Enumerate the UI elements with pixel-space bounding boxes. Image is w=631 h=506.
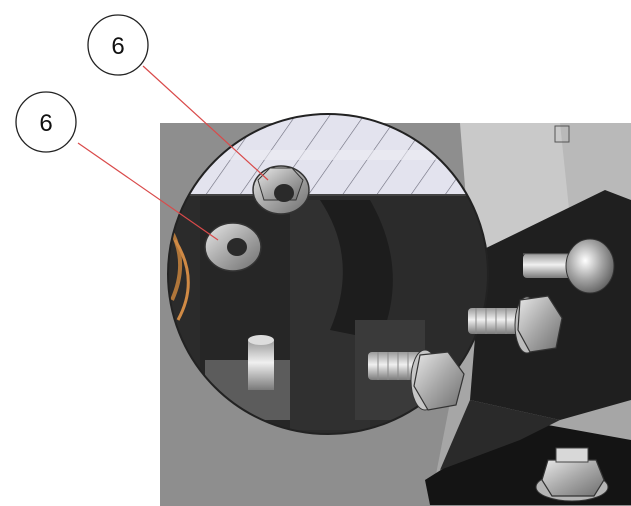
hex-flange-nut-upper	[252, 165, 310, 215]
hex-flange-nut-lower	[204, 222, 262, 272]
leader-line-lower	[77, 142, 219, 241]
carriage-bolt-icon	[523, 238, 615, 294]
callout-balloon-lower: 6	[15, 91, 77, 153]
leader-line-upper	[142, 65, 269, 181]
callout-label-lower: 6	[39, 110, 52, 137]
detail-view	[168, 114, 488, 434]
callout-balloon-upper: 6	[87, 14, 149, 76]
callout-label-upper: 6	[111, 33, 124, 60]
detail-circle-outline	[167, 113, 489, 435]
hex-flange-bolt-middle	[468, 295, 563, 354]
hex-flange-bolt-bottom	[535, 447, 609, 502]
locating-pin	[248, 340, 274, 390]
hex-flange-bolt-lower	[368, 349, 465, 411]
